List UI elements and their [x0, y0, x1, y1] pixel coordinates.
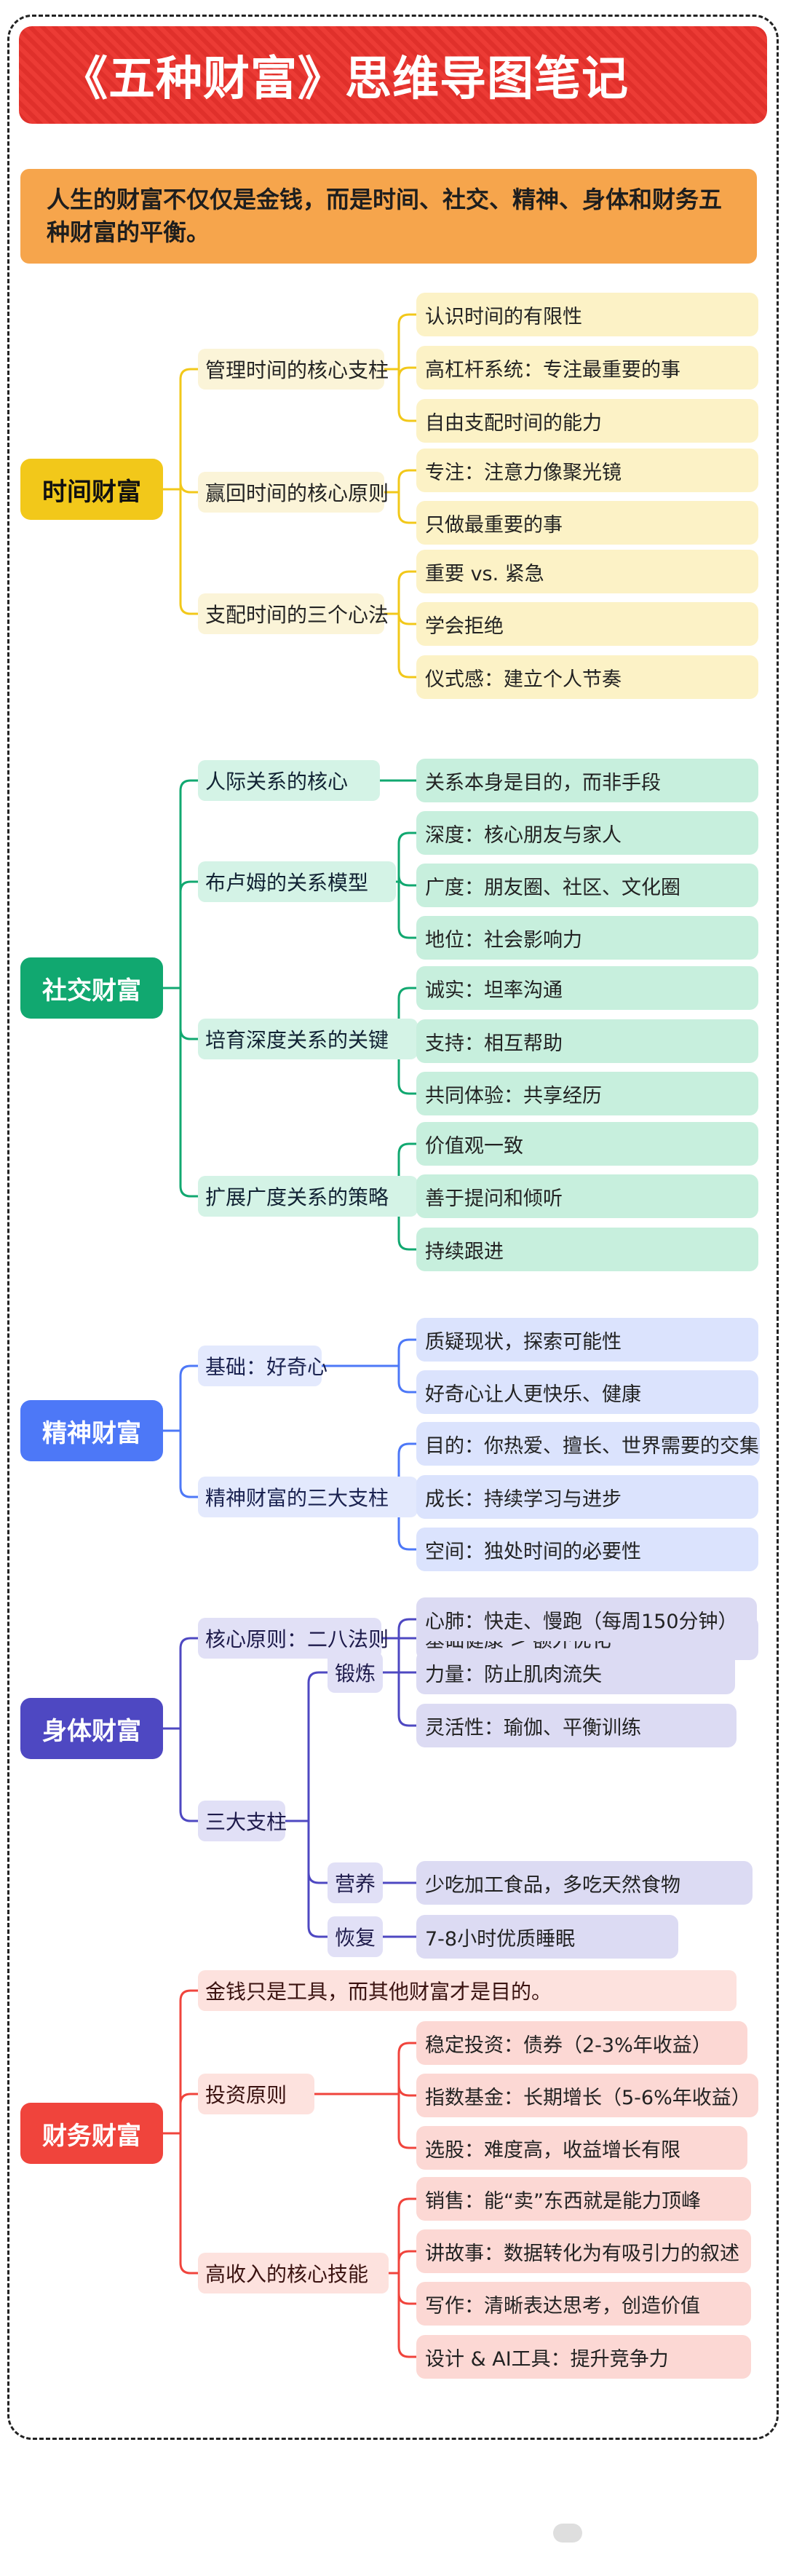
leaf-node: 讲故事：数据转化为有吸引力的叙述 [416, 2229, 751, 2273]
sub-node-body-pillar: 营养 [328, 1862, 383, 1903]
leaf-node: 学会拒绝 [416, 602, 758, 646]
leaf-node: 深度：核心朋友与家人 [416, 811, 758, 855]
leaf-node: 地位：社会影响力 [416, 916, 758, 960]
sub-node-social: 布卢姆的关系模型 [198, 861, 396, 902]
main-node-body: 身体财富 [20, 1698, 163, 1759]
leaf-node: 诚实：坦率沟通 [416, 966, 758, 1010]
sub-node-time: 管理时间的核心支柱 [198, 349, 389, 390]
sub-node-body-pillar: 恢复 [328, 1916, 383, 1957]
leaf-node: 选股：难度高，收益增长有限 [416, 2126, 747, 2170]
leaf-node: 空间：独处时间的必要性 [416, 1528, 758, 1571]
sub-node-money: 投资原则 [198, 2074, 314, 2114]
leaf-node: 价值观一致 [416, 1122, 758, 1166]
main-node-money: 财务财富 [20, 2103, 163, 2164]
leaf-node: 销售：能“卖”东西就是能力顶峰 [416, 2177, 751, 2221]
leaf-node: 共同体验：共享经历 [416, 1072, 758, 1115]
leaf-node: 质疑现状，探索可能性 [416, 1318, 758, 1362]
leaf-node: 持续跟进 [416, 1228, 758, 1271]
sub-node-spirit: 基础：好奇心 [198, 1346, 328, 1386]
main-node-social: 社交财富 [20, 957, 163, 1019]
watermark-icon [553, 2524, 582, 2543]
main-node-spirit: 精神财富 [20, 1400, 163, 1461]
page-title: 《五种财富》思维导图笔记 [61, 52, 629, 106]
title-banner: 《五种财富》思维导图笔记 [19, 26, 767, 124]
main-node-time: 时间财富 [20, 459, 163, 520]
leaf-node: 专注：注意力像聚光镜 [416, 449, 758, 492]
leaf-node: 广度：朋友圈、社区、文化圈 [416, 864, 758, 907]
sub-node-money: 高收入的核心技能 [198, 2253, 389, 2293]
sub-node-spirit: 精神财富的三大支柱 [198, 1477, 418, 1517]
leaf-node: 成长：持续学习与进步 [416, 1475, 758, 1519]
leaf-node: 关系本身是目的，而非手段 [416, 759, 758, 802]
leaf-node: 仪式感：建立个人节奏 [416, 655, 758, 699]
leaf-node: 善于提问和倾听 [416, 1174, 758, 1218]
leaf-node: 写作：清晰表达思考，创造价值 [416, 2282, 751, 2326]
leaf-node: 力量：防止肌肉流失 [416, 1651, 735, 1694]
sub-node-social: 扩展广度关系的策略 [198, 1176, 418, 1217]
sub-node-social: 培育深度关系的关键 [198, 1019, 418, 1059]
leaf-node: 7-8小时优质睡眠 [416, 1915, 678, 1959]
sub-node-money: 金钱只是工具，而其他财富才是目的。 [198, 1970, 737, 2011]
leaf-node: 指数基金：长期增长（5-6%年收益） [416, 2074, 758, 2117]
intro-note: 人生的财富不仅仅是金钱，而是时间、社交、精神、身体和财务五种财富的平衡。 [20, 169, 757, 264]
sub-node-social: 人际关系的核心 [198, 760, 380, 801]
sub-node-body-1: 三大支柱 [198, 1801, 287, 1841]
sub-node-time: 支配时间的三个心法 [198, 593, 389, 634]
dashed-frame [7, 15, 779, 2440]
leaf-node: 支持：相互帮助 [416, 1019, 758, 1063]
leaf-node: 只做最重要的事 [416, 501, 758, 545]
leaf-node: 自由支配时间的能力 [416, 399, 758, 443]
leaf-node: 好奇心让人更快乐、健康 [416, 1370, 758, 1414]
sub-node-body-0: 核心原则：二八法则 [198, 1618, 389, 1659]
leaf-node: 设计 & AI工具：提升竞争力 [416, 2335, 751, 2379]
leaf-node: 认识时间的有限性 [416, 293, 758, 336]
sub-node-time: 赢回时间的核心原则 [198, 472, 389, 513]
leaf-node: 重要 vs. 紧急 [416, 550, 758, 593]
sub-node-body-pillar: 锻炼 [328, 1652, 383, 1693]
leaf-node: 高杠杆系统：专注最重要的事 [416, 346, 758, 390]
leaf-node: 灵活性：瑜伽、平衡训练 [416, 1704, 737, 1747]
leaf-node: 心肺：快走、慢跑（每周150分钟） [416, 1597, 757, 1641]
watermark [553, 2524, 582, 2543]
leaf-node: 目的：你热爱、擅长、世界需要的交集 [416, 1422, 760, 1466]
leaf-node: 少吃加工食品，多吃天然食物 [416, 1861, 753, 1905]
leaf-node: 稳定投资：债券（2-3%年收益） [416, 2021, 747, 2065]
